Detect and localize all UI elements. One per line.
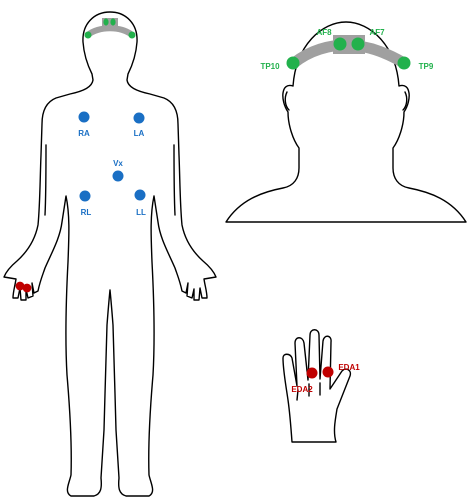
ecg-electrode-rl <box>80 191 91 202</box>
eeg-electrode-af7 <box>352 38 365 51</box>
body-eeg-dot-2 <box>110 18 115 25</box>
eeg-label-af7: AF7 <box>369 28 385 37</box>
eeg-electrode-af8 <box>334 38 347 51</box>
eeg-electrode-tp9 <box>398 57 411 70</box>
eda-label-2: EDA2 <box>291 385 313 394</box>
ecg-label-la: LA <box>134 129 145 138</box>
eeg-label-af8: AF8 <box>316 28 332 37</box>
eda-electrode-2 <box>307 368 318 379</box>
ecg-electrode-la <box>134 113 145 124</box>
body-eeg-dot-4 <box>129 32 136 39</box>
body-eeg-dot-1 <box>103 18 108 25</box>
body-eda-dot-2 <box>23 284 32 293</box>
eeg-electrode-tp10 <box>287 57 300 70</box>
eeg-label-tp10: TP10 <box>260 62 280 71</box>
eda-electrode-1 <box>323 367 334 378</box>
ecg-electrode-vx <box>113 171 124 182</box>
ecg-label-rl: RL <box>81 208 92 217</box>
head-figure <box>226 22 466 222</box>
ecg-electrode-ra <box>79 112 90 123</box>
ecg-label-ll: LL <box>136 208 146 217</box>
body-figure <box>4 12 216 496</box>
eda-label-1: EDA1 <box>338 363 360 372</box>
ecg-label-ra: RA <box>78 129 90 138</box>
ecg-electrode-ll <box>135 190 146 201</box>
body-eeg-dot-3 <box>85 32 92 39</box>
eeg-label-tp9: TP9 <box>419 62 434 71</box>
ecg-label-vx: Vx <box>113 159 123 168</box>
body-outline <box>4 12 216 496</box>
